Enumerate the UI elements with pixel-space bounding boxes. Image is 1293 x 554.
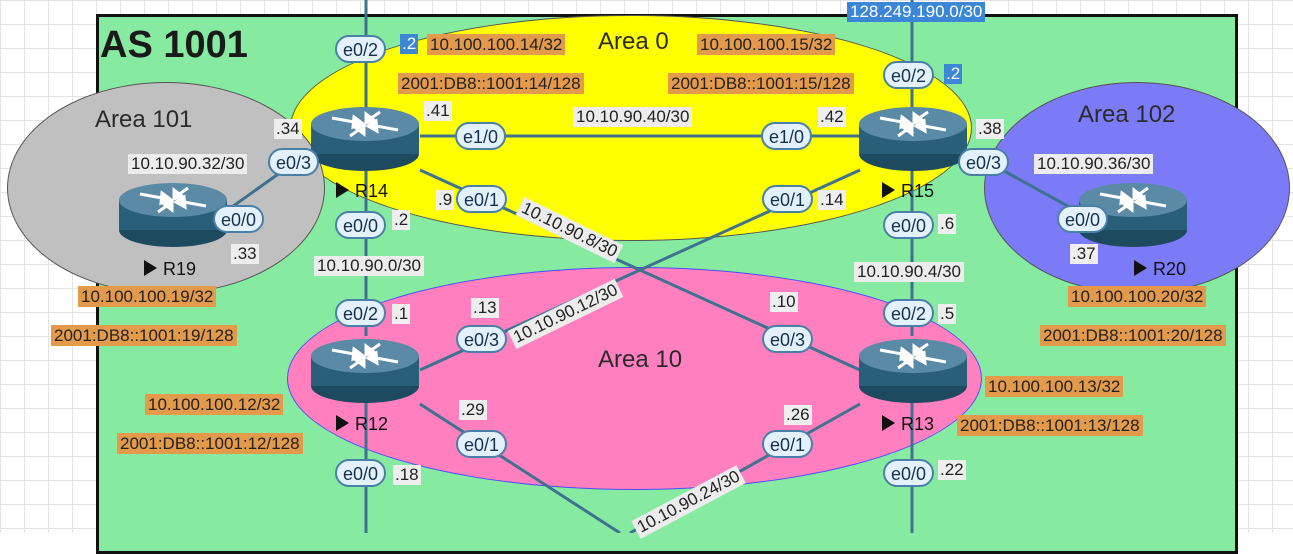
router-r13-icon[interactable] bbox=[858, 336, 968, 404]
router-r14-name: R14 bbox=[336, 181, 388, 202]
iface-r13-e02[interactable]: e0/2 bbox=[883, 299, 935, 327]
iface-r15-e10[interactable]: e1/0 bbox=[761, 122, 813, 150]
play-icon bbox=[882, 415, 895, 431]
host-r12-e03: .13 bbox=[471, 298, 499, 318]
loopback-r14-v4: 10.100.100.14/32 bbox=[427, 34, 566, 55]
host-r12-e00: .18 bbox=[393, 465, 421, 485]
host-r13-e02: .5 bbox=[938, 304, 957, 324]
iface-r20-e00[interactable]: e0/0 bbox=[1057, 205, 1109, 233]
router-r19-name: R19 bbox=[144, 259, 196, 280]
router-r12-name: R12 bbox=[336, 414, 388, 435]
play-icon bbox=[144, 260, 157, 276]
host-r14-e02: .2 bbox=[400, 34, 419, 54]
area-102-label: Area 102 bbox=[1078, 101, 1176, 128]
host-r15-e02: .2 bbox=[944, 64, 963, 84]
iface-r13-e00[interactable]: e0/0 bbox=[883, 459, 935, 487]
router-r12-icon[interactable] bbox=[310, 336, 420, 404]
host-r15-e10: .42 bbox=[818, 107, 846, 127]
router-r15-icon[interactable] bbox=[858, 104, 968, 172]
loopback-r20-v4: 10.100.100.20/32 bbox=[1068, 286, 1207, 307]
host-r14-e03: .34 bbox=[274, 119, 302, 139]
router-r19-icon[interactable] bbox=[118, 180, 228, 248]
subnet-external: 128.249.190.0/30 bbox=[847, 2, 986, 22]
iface-r13-e01[interactable]: e0/1 bbox=[762, 430, 814, 458]
host-r20-e00: .37 bbox=[1070, 244, 1098, 264]
iface-r14-e00[interactable]: e0/0 bbox=[335, 211, 387, 239]
iface-r15-e00[interactable]: e0/0 bbox=[883, 211, 935, 239]
iface-r19-e00[interactable]: e0/0 bbox=[213, 205, 265, 233]
play-icon bbox=[882, 182, 895, 198]
subnet-r15-r13: 10.10.90.4/30 bbox=[854, 262, 964, 282]
host-r14-e10: .41 bbox=[424, 101, 452, 121]
area-0-label: Area 0 bbox=[598, 28, 669, 55]
link-r12-r13-a bbox=[419, 402, 621, 533]
iface-r12-e03[interactable]: e0/3 bbox=[456, 325, 508, 353]
host-r15-e01: .14 bbox=[818, 190, 846, 210]
loopback-r12-v4: 10.100.100.12/32 bbox=[145, 394, 284, 415]
host-r12-e01: .29 bbox=[459, 400, 487, 420]
loopback-r15-v6: 2001:DB8::1001:15/128 bbox=[668, 73, 854, 94]
iface-r13-e03[interactable]: e0/3 bbox=[762, 325, 814, 353]
host-r15-e03: .38 bbox=[976, 119, 1004, 139]
host-r19-e00: .33 bbox=[231, 244, 259, 264]
iface-r14-e01[interactable]: e0/1 bbox=[456, 185, 508, 213]
host-r12-e02: .1 bbox=[392, 304, 411, 324]
loopback-r12-v6: 2001:DB8::1001:12/128 bbox=[117, 433, 303, 454]
iface-r14-e03[interactable]: e0/3 bbox=[268, 148, 320, 176]
host-r15-e00: .6 bbox=[938, 214, 957, 234]
loopback-r14-v6: 2001:DB8::1001:14/128 bbox=[398, 73, 584, 94]
subnet-r14-r15: 10.10.90.40/30 bbox=[573, 107, 693, 127]
router-r20-name: R20 bbox=[1134, 259, 1186, 280]
iface-r12-e02[interactable]: e0/2 bbox=[335, 299, 387, 327]
host-r13-e03: .10 bbox=[770, 292, 798, 312]
iface-r15-e01[interactable]: e0/1 bbox=[762, 185, 814, 213]
router-r14-icon[interactable] bbox=[310, 104, 420, 172]
as-title: AS 1001 bbox=[100, 24, 248, 66]
subnet-r14-r12: 10.10.90.0/30 bbox=[314, 256, 424, 276]
play-icon bbox=[336, 415, 349, 431]
host-r14-e01: .9 bbox=[436, 190, 455, 210]
area-101-label: Area 101 bbox=[95, 106, 193, 133]
iface-r15-e02[interactable]: e0/2 bbox=[883, 61, 935, 89]
loopback-r13-v4: 10.100.100.13/32 bbox=[985, 376, 1124, 397]
iface-r12-e00[interactable]: e0/0 bbox=[335, 459, 387, 487]
iface-r14-e02[interactable]: e0/2 bbox=[335, 35, 387, 63]
loopback-r15-v4: 10.100.100.15/32 bbox=[697, 34, 836, 55]
play-icon bbox=[1134, 260, 1147, 276]
host-r13-e01: .26 bbox=[784, 405, 812, 425]
play-icon bbox=[336, 182, 349, 198]
host-r13-e00: .22 bbox=[938, 460, 966, 480]
loopback-r20-v6: 2001:DB8::1001:20/128 bbox=[1040, 325, 1226, 346]
host-r14-e00: .2 bbox=[392, 210, 411, 230]
area-10-label: Area 10 bbox=[598, 346, 683, 373]
loopback-r19-v4: 10.100.100.19/32 bbox=[78, 286, 217, 307]
router-r15-name: R15 bbox=[882, 181, 934, 202]
iface-r12-e01[interactable]: e0/1 bbox=[456, 430, 508, 458]
router-r13-name: R13 bbox=[882, 414, 934, 435]
iface-r15-e03[interactable]: e0/3 bbox=[958, 148, 1010, 176]
loopback-r19-v6: 2001:DB8::1001:19/128 bbox=[51, 325, 237, 346]
iface-r14-e10[interactable]: e1/0 bbox=[455, 122, 507, 150]
loopback-r13-v6: 2001:DB8::1001:13/128 bbox=[957, 415, 1143, 436]
subnet-r14-r19: 10.10.90.32/30 bbox=[128, 154, 248, 174]
subnet-r15-r20: 10.10.90.36/30 bbox=[1034, 154, 1154, 174]
